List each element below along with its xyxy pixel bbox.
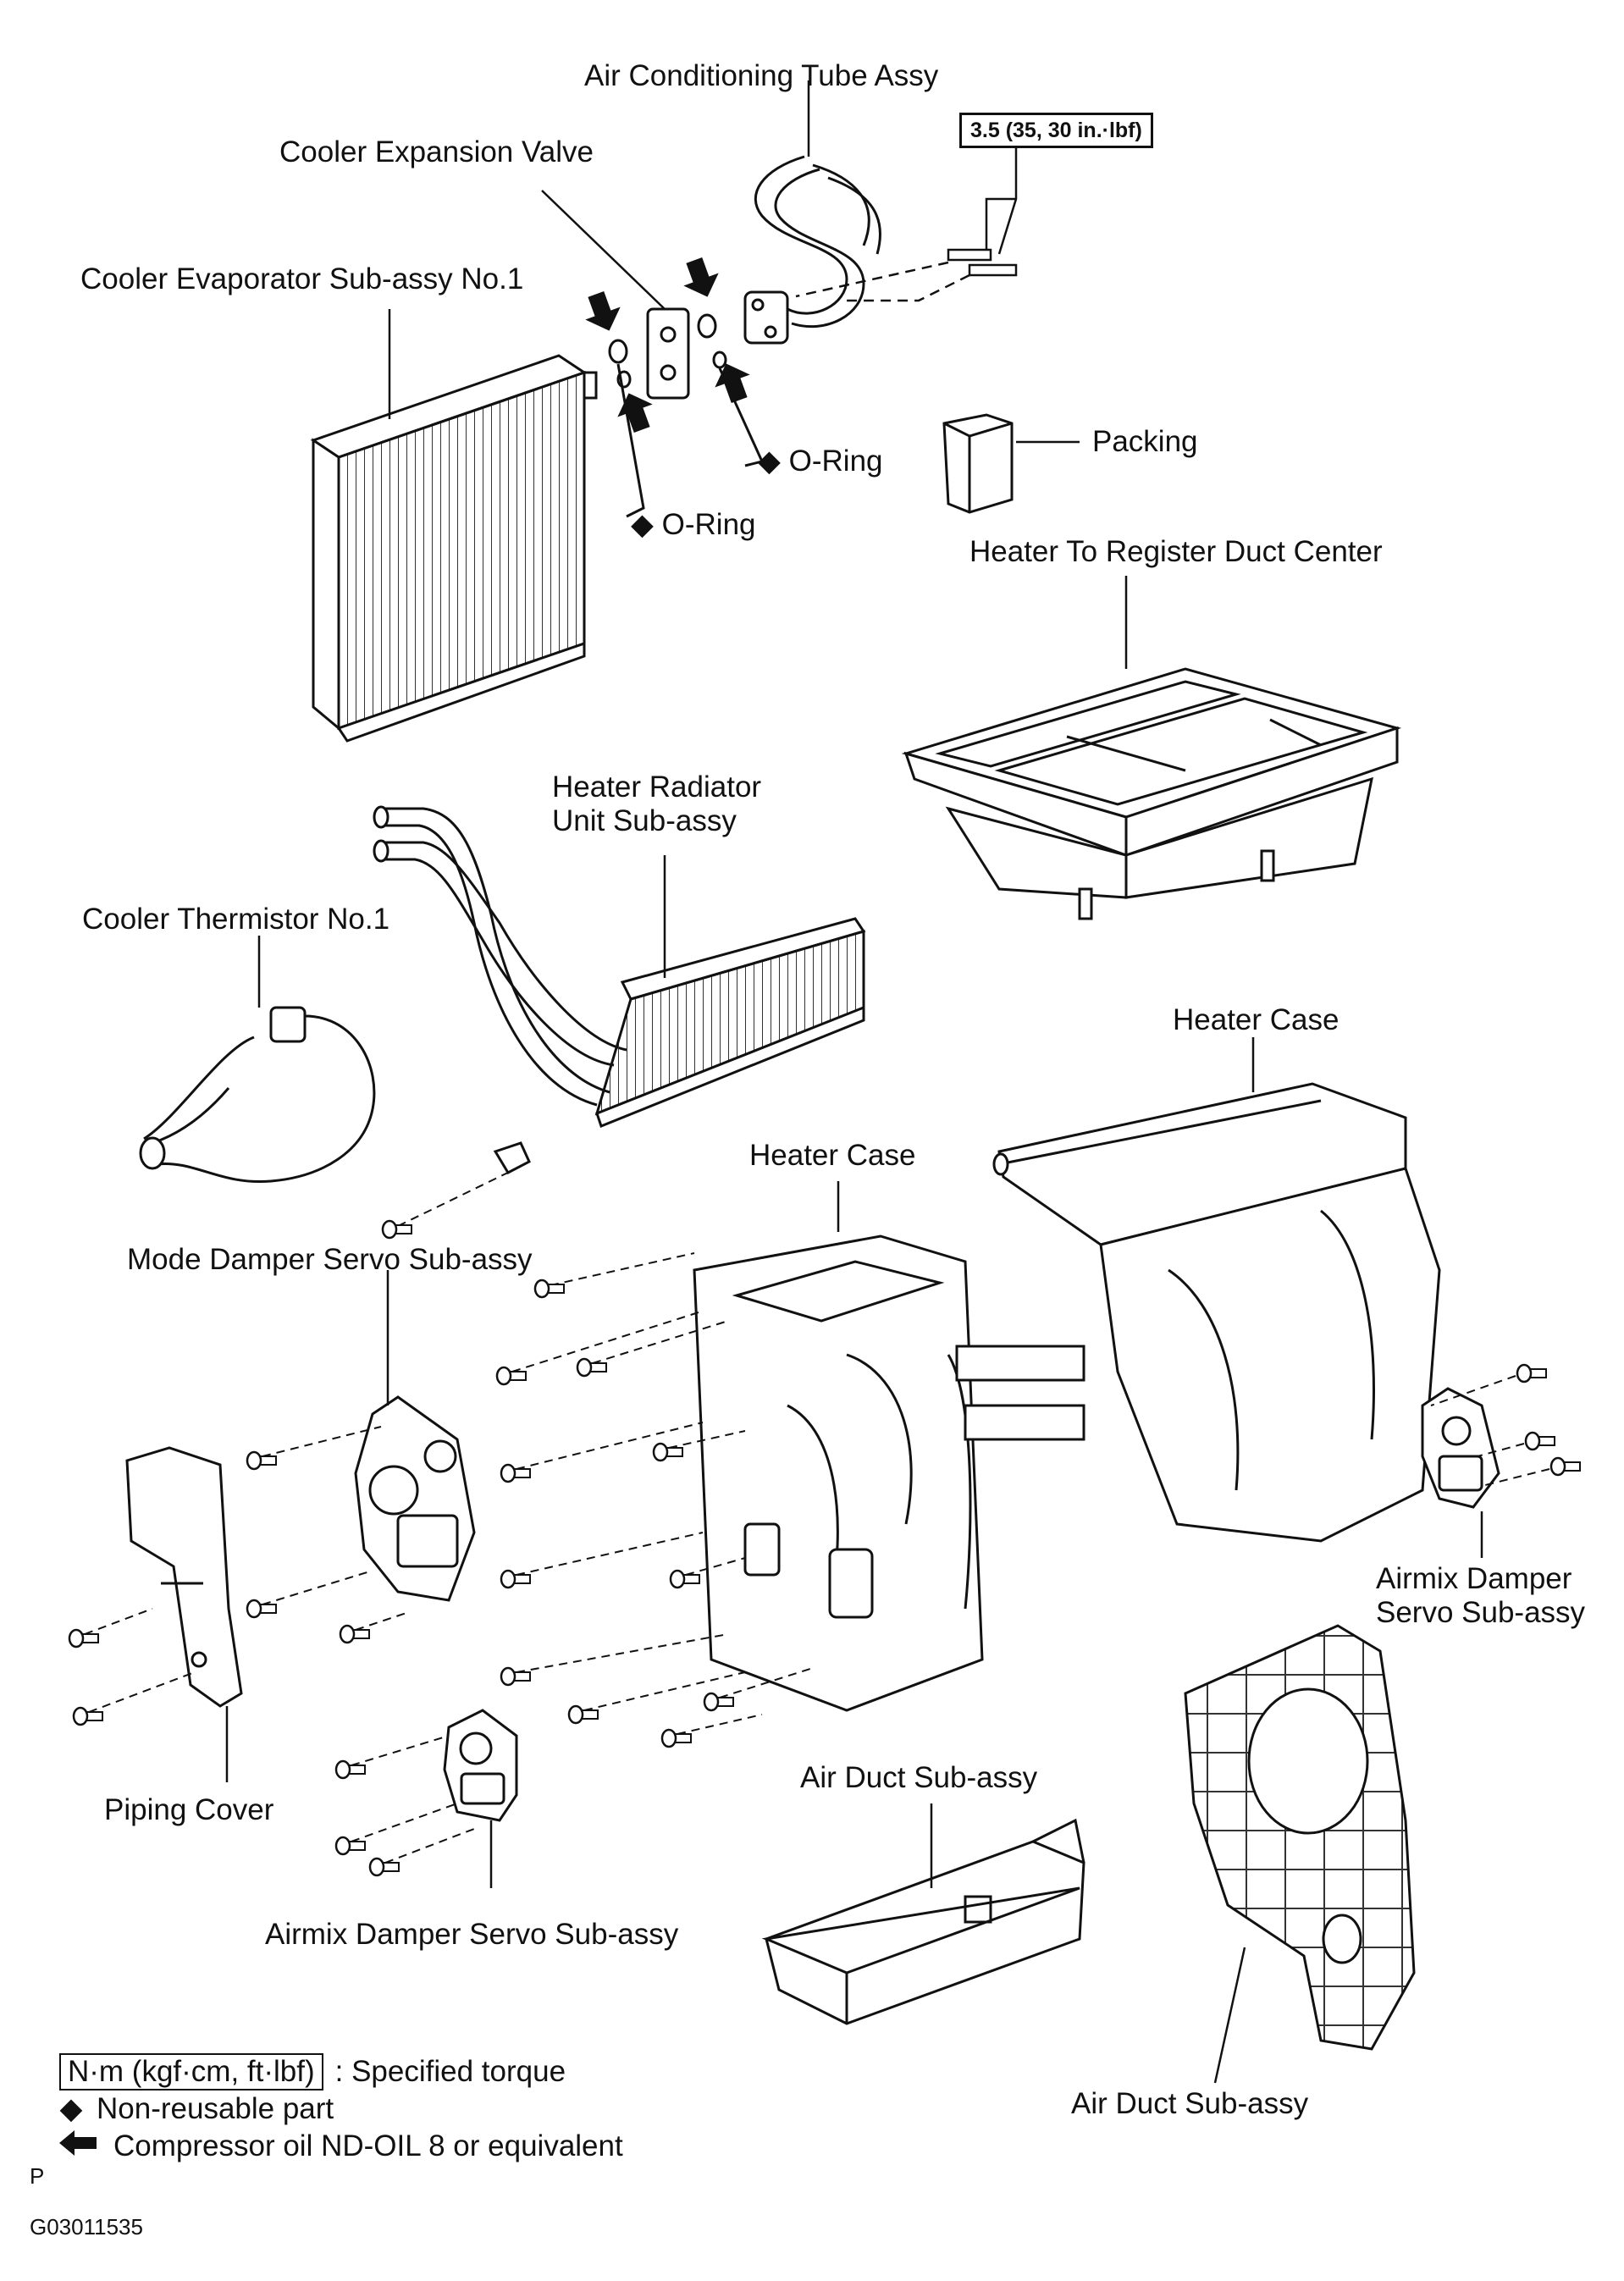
label-heater-case-right: Heater Case [1173, 1003, 1340, 1036]
label-ac-tube-assy: Air Conditioning Tube Assy [584, 59, 939, 92]
legend-compressor-oil: Compressor oil ND-OIL 8 or equivalent [59, 2128, 623, 2165]
label-heater-register-duct: Heater To Register Duct Center [969, 535, 1383, 568]
label-piping-cover: Piping Cover [104, 1793, 274, 1826]
o-ring-text: O-Ring [661, 508, 756, 541]
label-o-ring-upper: ◆ O-Ring [758, 445, 883, 478]
cooler-thermistor [139, 1006, 376, 1184]
piping-cover [125, 1446, 243, 1708]
label-mode-damper-servo: Mode Damper Servo Sub-assy [127, 1243, 533, 1276]
legend-diamond-icon: ◆ [59, 2092, 83, 2125]
label-airmix-servo-bottom: Airmix Damper Servo Sub-assy [265, 1918, 679, 1951]
figure-id: G03011535 [30, 2214, 143, 2240]
ac-tube-assy [743, 155, 881, 345]
label-air-duct-right: Air Duct Sub-assy [1071, 2087, 1309, 2120]
label-heater-radiator: Heater Radiator Unit Sub-assy [552, 770, 761, 838]
label-heater-radiator-line2: Unit Sub-assy [552, 804, 737, 837]
legend-torque-desc: : Specified torque [334, 2055, 566, 2088]
air-duct-center [761, 1818, 1085, 2025]
airmix-servo-bottom [443, 1709, 518, 1822]
label-airmix-servo-right: Airmix Damper Servo Sub-assy [1376, 1562, 1585, 1630]
oil-arrow [578, 287, 627, 338]
torque-spec-box: 3.5 (35, 30 in.·lbf) [959, 113, 1153, 148]
legend: N·m (kgf·cm, ft·lbf) : Specified torque … [59, 2053, 623, 2165]
footer-marker: P [30, 2163, 45, 2189]
bolt-leaders [84, 1168, 1550, 1864]
legend-non-reusable-text: Non-reusable part [97, 2092, 334, 2125]
o-ring-text: O-Ring [788, 445, 883, 478]
expansion-valve-leader [541, 190, 666, 310]
legend-torque: N·m (kgf·cm, ft·lbf) : Specified torque [59, 2053, 623, 2090]
oil-arrow [677, 253, 726, 304]
heater-register-duct [901, 667, 1402, 920]
cooler-evaporator [310, 354, 598, 743]
legend-compressor-oil-text: Compressor oil ND-OIL 8 or equivalent [113, 2129, 623, 2162]
legend-non-reusable: ◆ Non-reusable part [59, 2090, 623, 2128]
packing [942, 413, 1014, 514]
heater-case-right [992, 1082, 1441, 1543]
non-reusable-symbol: ◆ [758, 445, 781, 478]
air-duct-right [1184, 1624, 1416, 2051]
label-heater-case-center: Heater Case [749, 1139, 916, 1172]
label-airmix-right-line1: Airmix Damper [1376, 1562, 1572, 1595]
label-airmix-right-line2: Servo Sub-assy [1376, 1596, 1586, 1629]
label-o-ring-lower: ◆ O-Ring [631, 508, 756, 542]
label-cooler-evaporator: Cooler Evaporator Sub-assy No.1 [80, 262, 524, 295]
label-heater-radiator-line1: Heater Radiator [552, 770, 762, 804]
legend-torque-unit: N·m (kgf·cm, ft·lbf) [59, 2053, 323, 2090]
label-cooler-thermistor: Cooler Thermistor No.1 [82, 903, 390, 936]
label-packing: Packing [1092, 425, 1198, 458]
mode-damper-servo [354, 1395, 476, 1602]
label-air-duct-center: Air Duct Sub-assy [800, 1761, 1038, 1794]
small-clip [493, 1141, 531, 1174]
torque-bolts [795, 135, 1018, 302]
airmix-servo-right [1421, 1387, 1500, 1509]
legend-arrow-icon [59, 2128, 97, 2165]
heater-case-center [693, 1234, 1085, 1712]
air-duct-right-leader [1213, 1947, 1246, 2084]
label-cooler-expansion-valve: Cooler Expansion Valve [279, 135, 594, 168]
non-reusable-symbol: ◆ [631, 508, 654, 541]
heater-radiator [373, 805, 866, 1128]
cooler-expansion-valve [646, 307, 690, 400]
